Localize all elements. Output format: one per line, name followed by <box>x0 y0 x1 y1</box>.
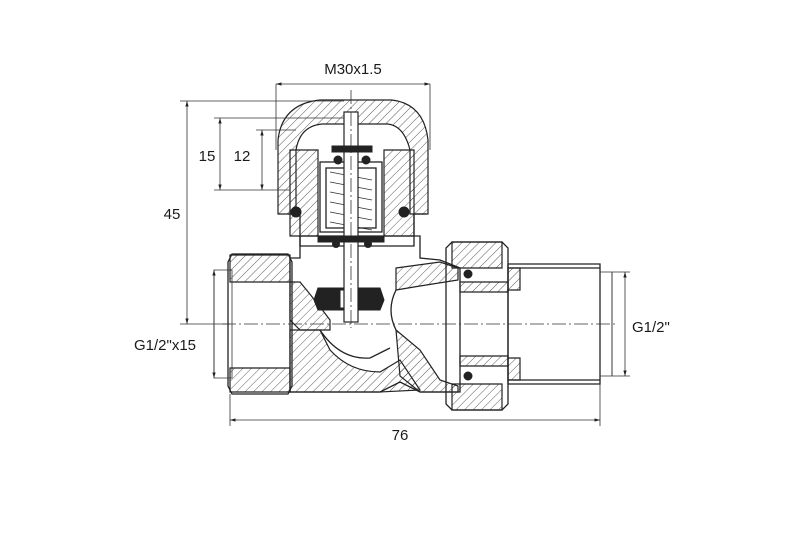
union-fitting <box>445 241 613 411</box>
label-height-45: 45 <box>164 206 181 223</box>
label-top-thread: M30x1.5 <box>324 61 382 78</box>
valve-body <box>213 235 461 395</box>
valve-bonnet <box>277 90 429 328</box>
label-left-thread: G1/2"x15 <box>134 337 196 354</box>
label-height-12: 12 <box>234 148 251 165</box>
label-height-15: 15 <box>199 148 216 165</box>
dimension-lines <box>180 82 630 426</box>
label-right-thread: G1/2" <box>632 319 670 336</box>
label-length: 76 <box>392 427 409 444</box>
